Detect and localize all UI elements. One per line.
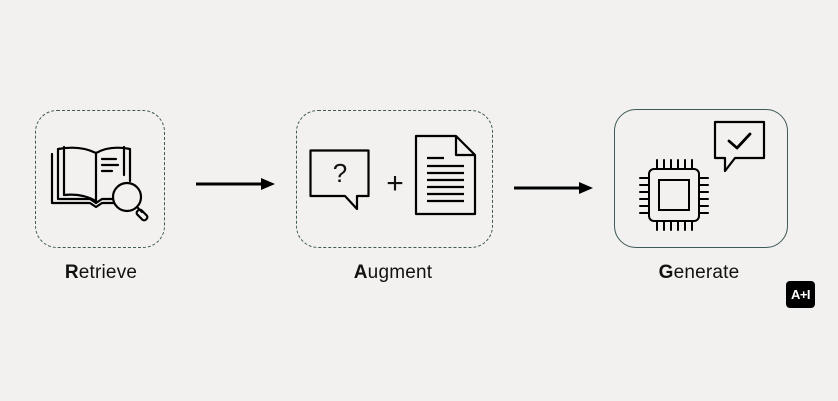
generate-box — [614, 109, 788, 248]
generate-rest: enerate — [673, 262, 740, 283]
augment-initial: A — [353, 262, 368, 283]
check-bubble-icon — [713, 120, 766, 173]
plus-sign: + — [386, 167, 404, 200]
augment-box — [296, 110, 493, 248]
cpu-chip-icon — [639, 159, 709, 231]
question-mark: ? — [332, 158, 348, 188]
arrow-retrieve-to-augment — [196, 178, 275, 190]
augment-label: Augment — [354, 262, 433, 284]
arrow-augment-to-generate — [514, 182, 593, 194]
document-icon — [414, 134, 477, 216]
retrieve-rest: etrieve — [78, 262, 138, 283]
generate-initial: G — [658, 262, 674, 283]
ai-logo-badge: A+I — [786, 281, 815, 308]
augment-rest: ugment — [367, 262, 433, 283]
generate-label: Generate — [659, 262, 740, 284]
retrieve-label: Retrieve — [65, 262, 137, 284]
retrieve-initial: R — [64, 262, 79, 283]
retrieve-box — [35, 110, 165, 248]
book-magnifier-icon — [50, 145, 149, 222]
question-bubble-icon — [309, 149, 370, 211]
